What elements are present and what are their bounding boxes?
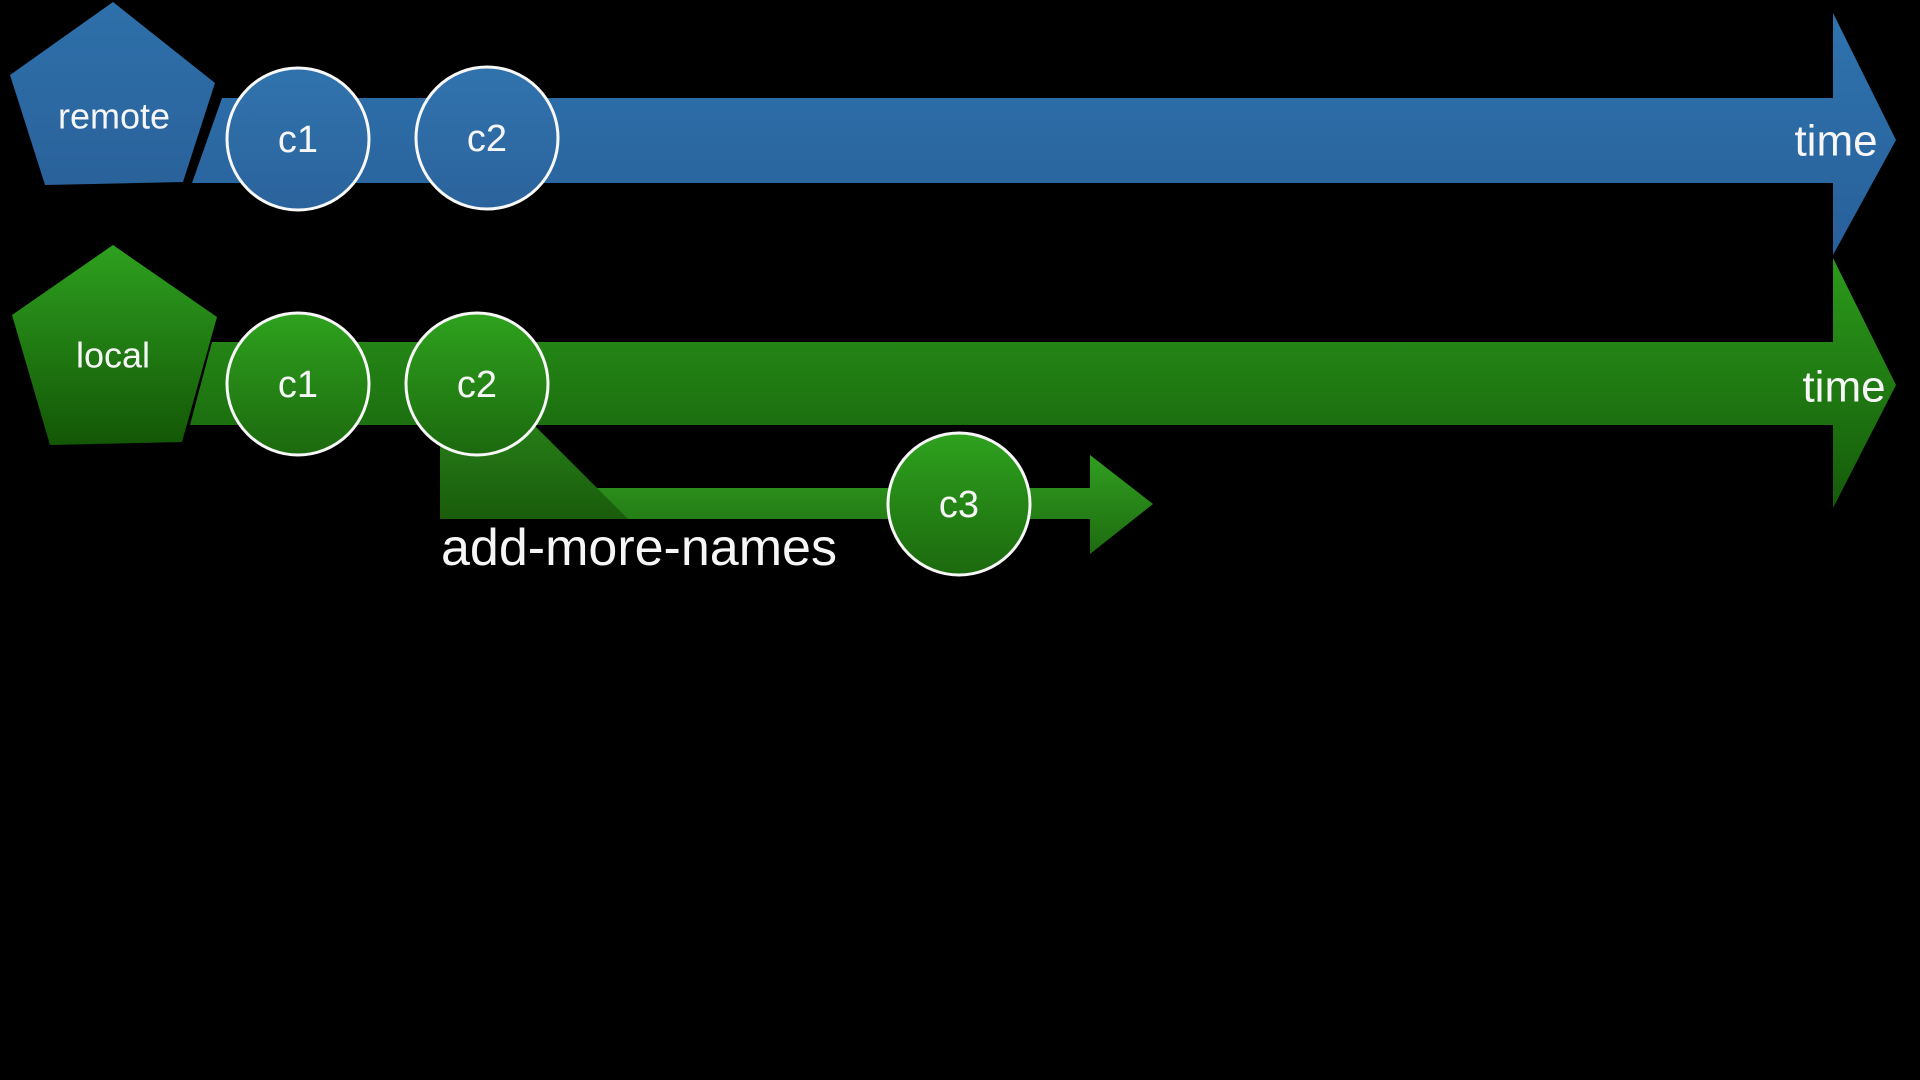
- remote-commit-c1: c1: [225, 66, 371, 212]
- remote-commit-c2-node: [414, 65, 560, 211]
- remote-commit-c2: c2: [414, 65, 560, 211]
- branch-arrow: [540, 455, 1153, 554]
- remote-commit-c1-node: [225, 66, 371, 212]
- remote-timeline-arrow: [192, 13, 1896, 255]
- remote-timeline: remote time c1 c2: [10, 2, 1896, 255]
- remote-time-label: time: [1794, 117, 1877, 166]
- local-commit-c2-node: [404, 311, 550, 457]
- branch-add-more-names: add-more-names: [440, 426, 1153, 577]
- local-label: local: [76, 335, 150, 376]
- local-pentagon-icon: [12, 245, 217, 445]
- local-time-label: time: [1802, 363, 1885, 412]
- branch-commit-c3-label: c3: [939, 484, 979, 526]
- remote-commit-c2-label: c2: [467, 118, 507, 160]
- branch-commit-c3: c3: [886, 431, 1032, 577]
- local-commit-c2: c2: [404, 311, 550, 457]
- remote-commit-c1-label: c1: [278, 119, 318, 161]
- remote-label: remote: [58, 96, 170, 137]
- local-commit-c1: c1: [225, 311, 371, 457]
- branch-label: add-more-names: [441, 519, 837, 577]
- local-commit-c2-label: c2: [457, 364, 497, 406]
- local-commit-c1-node: [225, 311, 371, 457]
- local-timeline-arrow: [190, 258, 1896, 508]
- local-commit-c1-label: c1: [278, 364, 318, 406]
- branch-commit-c3-node: [886, 431, 1032, 577]
- local-timeline: local time add-more-names c1 c2 c3: [12, 245, 1896, 577]
- remote-pentagon-icon: [10, 2, 215, 185]
